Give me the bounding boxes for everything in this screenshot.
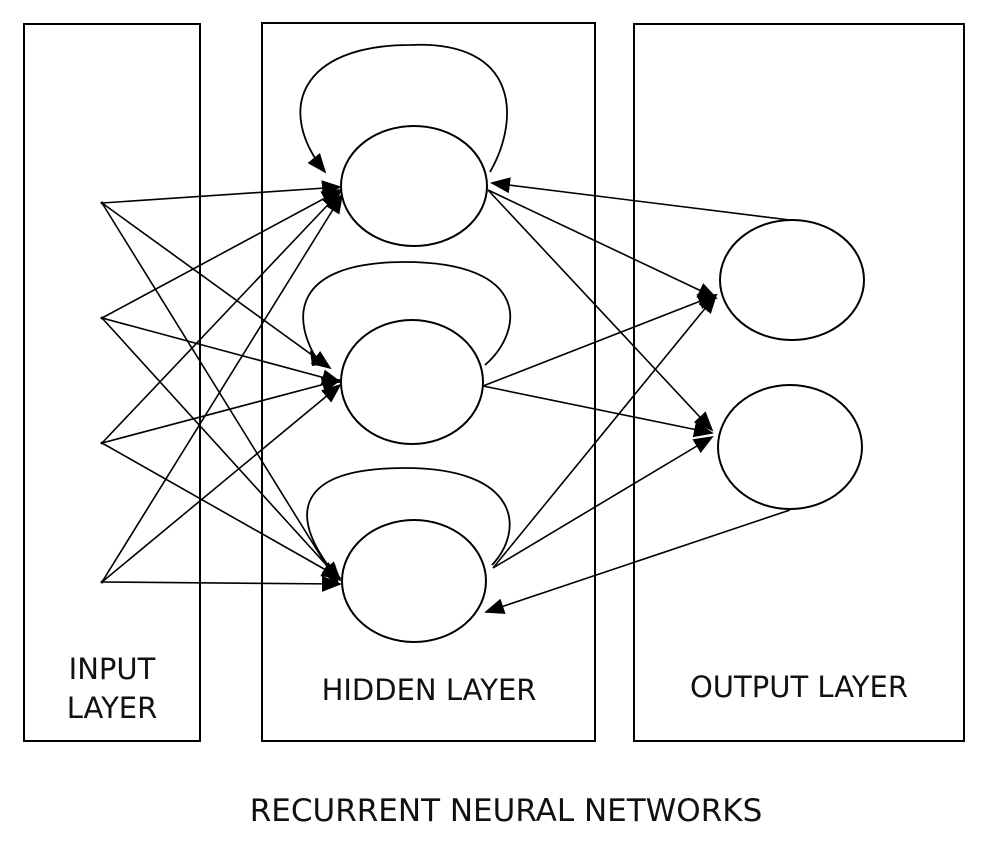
edge-in1-h1 [101,180,342,204]
edge-in3-h3 [101,442,342,579]
self-loop-hidden-1 [299,44,508,174]
input-layer-label-line2: LAYER [67,691,158,725]
diagram-title: RECURRENT NEURAL NETWORKS [250,793,763,829]
edge-in1-h3 [101,202,340,586]
input-layer-box [23,23,201,742]
edge-h2-o1 [482,294,718,387]
input-nodes [100,201,104,584]
hidden-layer-label: HIDDEN LAYER [322,673,537,707]
edge-in2-h1 [101,189,342,319]
hidden-nodes [340,125,488,643]
input-node-3 [100,441,104,445]
edge-h3-o2 [492,435,714,569]
edge-in1-h2 [101,202,332,370]
edge-in2-h3 [101,317,342,582]
edge-h1-o1 [487,189,718,299]
edge-h3-o1 [492,293,718,569]
edge-h1-o2 [487,189,714,432]
output-node-1 [719,219,865,341]
feedback-o1-h1 [490,177,791,221]
output-layer-box [633,23,965,742]
output-node-2 [717,384,863,510]
hidden-node-2 [340,319,484,445]
edge-in2-h2 [101,317,342,386]
self-loop-hidden-2 [302,261,512,366]
hidden-node-3 [341,519,487,643]
hidden-self-loops [299,44,512,569]
edge-in3-h2 [101,376,342,444]
output-to-hidden-feedback [484,177,791,614]
feedback-o2-h3 [484,509,791,614]
edge-in4-h2 [101,383,342,583]
output-layer-label: OUTPUT LAYER [690,670,908,704]
input-node-4 [100,580,104,584]
input-node-1 [100,201,104,205]
input-to-hidden-connections [101,180,344,592]
hidden-node-1 [340,125,488,247]
self-loop-hidden-3 [306,467,511,569]
hidden-layer-box [261,22,596,742]
output-nodes [717,219,865,510]
edge-in4-h1 [101,193,344,583]
input-layer-label-line1: INPUT [69,652,156,686]
edge-h2-o2 [482,385,714,438]
input-node-2 [100,316,104,320]
edge-in3-h1 [101,190,342,444]
edge-in4-h3 [101,575,342,592]
hidden-to-output-connections [482,189,718,569]
